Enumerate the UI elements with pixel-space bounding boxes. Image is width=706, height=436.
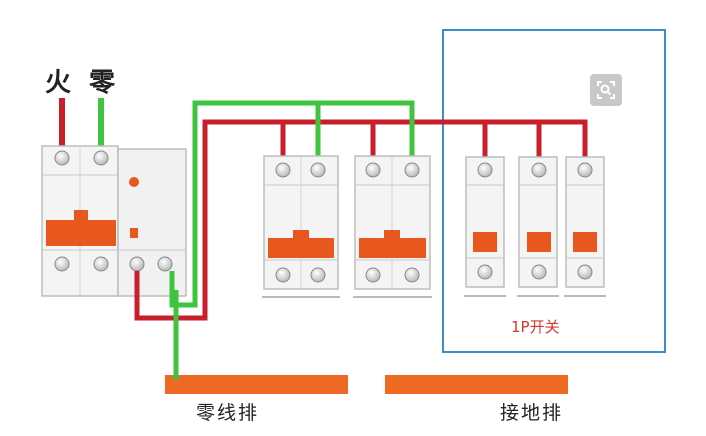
single-pole-switch-1 [464, 156, 506, 297]
single-pole-group-label: 1P开关 [511, 318, 560, 336]
rcd-module [117, 148, 187, 297]
neutral-label: 零 [89, 68, 116, 98]
main-breaker-2p [41, 145, 119, 297]
zoom-button[interactable] [590, 74, 622, 106]
branch-breaker-2p-2 [353, 155, 432, 298]
rcd-indicator [130, 228, 138, 238]
1p-switch-group-frame [442, 29, 666, 353]
earth-busbar-label: 接地排 [500, 402, 564, 424]
zoom-icon [597, 81, 615, 99]
rcd-neutral-output-wire [169, 100, 415, 308]
single-pole-switch-2 [517, 156, 559, 297]
live-label: 火 [45, 68, 72, 98]
rcd-test-button [129, 177, 139, 187]
main-breaker-handle [46, 210, 116, 246]
neutral-busbar-label: 零线排 [196, 402, 260, 424]
rcd-live-output-wire [134, 119, 588, 321]
earth-busbar [385, 375, 568, 394]
neutral-busbar [165, 375, 348, 394]
branch-breaker-2p-1 [262, 155, 340, 298]
single-pole-switch-3 [564, 156, 606, 297]
